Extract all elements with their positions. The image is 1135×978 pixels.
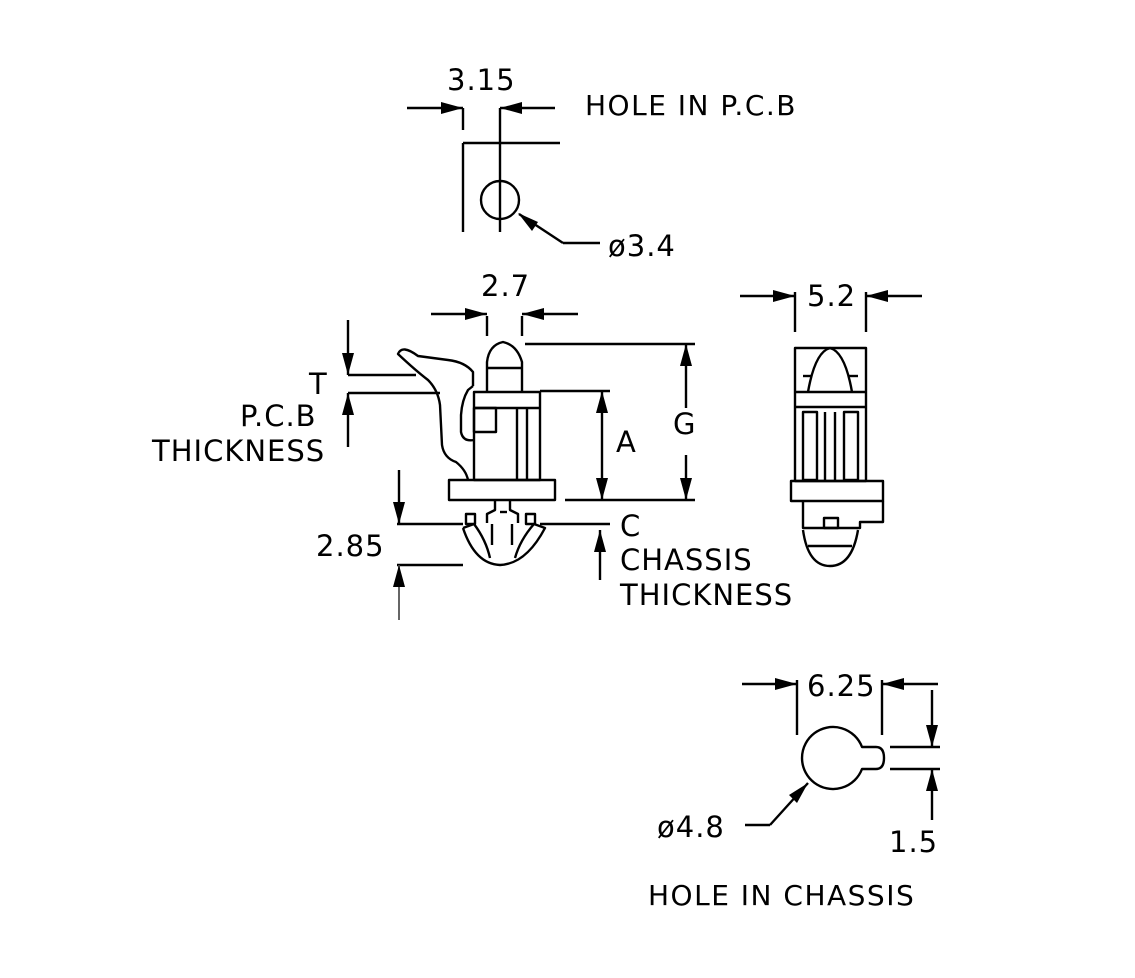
key-width-label: 1.5 — [889, 825, 938, 859]
c-label: C — [620, 509, 641, 543]
g-dimension-label: G — [673, 407, 696, 441]
pcb-thickness-label-2: THICKNESS — [151, 434, 325, 468]
pcb-hole-detail: 3.15 HOLE IN P.C.B ø3.4 — [407, 63, 797, 263]
chassis-thickness-label-1: CHASSIS — [620, 543, 753, 577]
pcb-hole-circle — [479, 179, 521, 221]
pcb-hole-title: HOLE IN P.C.B — [585, 89, 797, 122]
pcb-hole-width-label: 3.15 — [447, 63, 516, 97]
chassis-hole-diameter-label: ø4.8 — [657, 810, 725, 844]
side-view: 2.7 G A T P.C.B THICKNESS — [151, 269, 793, 620]
pcb-hole-diameter-label: ø3.4 — [608, 229, 676, 263]
chassis-thickness-label-2: THICKNESS — [619, 578, 793, 612]
front-width-label: 5.2 — [807, 279, 856, 313]
side-width-label: 2.7 — [481, 269, 530, 303]
pcb-thickness-label-1: P.C.B — [240, 399, 317, 433]
chassis-hole-detail: 6.25 1.5 ø4.8 HOLE IN CHASSIS — [648, 669, 940, 912]
height-dimension-label: 2.85 — [316, 529, 385, 563]
t-label: T — [308, 367, 328, 401]
chassis-hole-title: HOLE IN CHASSIS — [648, 879, 915, 912]
chassis-hole-width-label: 6.25 — [807, 669, 876, 703]
a-dimension-label: A — [616, 425, 637, 459]
front-view: 5.2 — [740, 279, 922, 568]
chassis-keyhole-shape — [800, 725, 886, 791]
